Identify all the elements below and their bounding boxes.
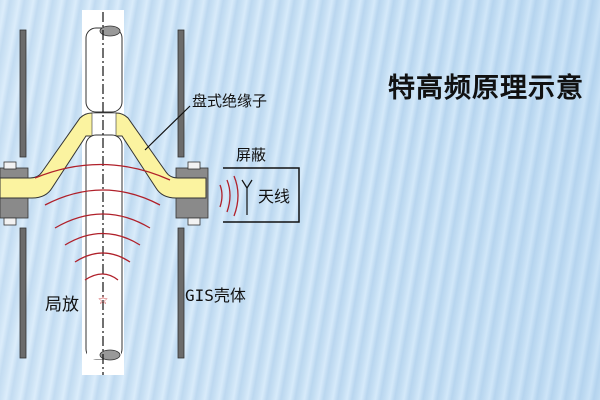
- leader-line: [144, 105, 191, 151]
- shield-label: 屏蔽: [236, 146, 267, 164]
- shell-wall-right-top: [177, 29, 185, 158]
- bolt: [187, 217, 201, 226]
- antenna-icon: [241, 179, 253, 215]
- shell-wall-left-top: [19, 29, 27, 158]
- conductor-lower: [85, 134, 123, 360]
- basin-insulator: [0, 112, 207, 199]
- conductor-cross-section: [99, 349, 121, 361]
- conductor-cross-section: [99, 25, 121, 37]
- shell-wall-left-bottom: [19, 227, 27, 359]
- insulator-label: 盘式绝缘子: [192, 92, 268, 110]
- page-title: 特高频原理示意: [388, 73, 584, 104]
- em-waves: [34, 163, 171, 281]
- partial-discharge-label: 局放: [45, 295, 79, 315]
- bolt: [187, 161, 201, 170]
- bolt: [3, 217, 17, 226]
- antenna-label: 天线: [258, 187, 291, 206]
- antenna-waves: [219, 175, 239, 217]
- shield-box: [223, 167, 300, 223]
- bolt: [3, 161, 17, 170]
- gis-shell-label: GIS壳体: [185, 286, 246, 305]
- conductor-upper: [85, 27, 123, 113]
- shell-wall-right-bottom: [177, 227, 185, 359]
- star-icon: ☆: [98, 293, 109, 307]
